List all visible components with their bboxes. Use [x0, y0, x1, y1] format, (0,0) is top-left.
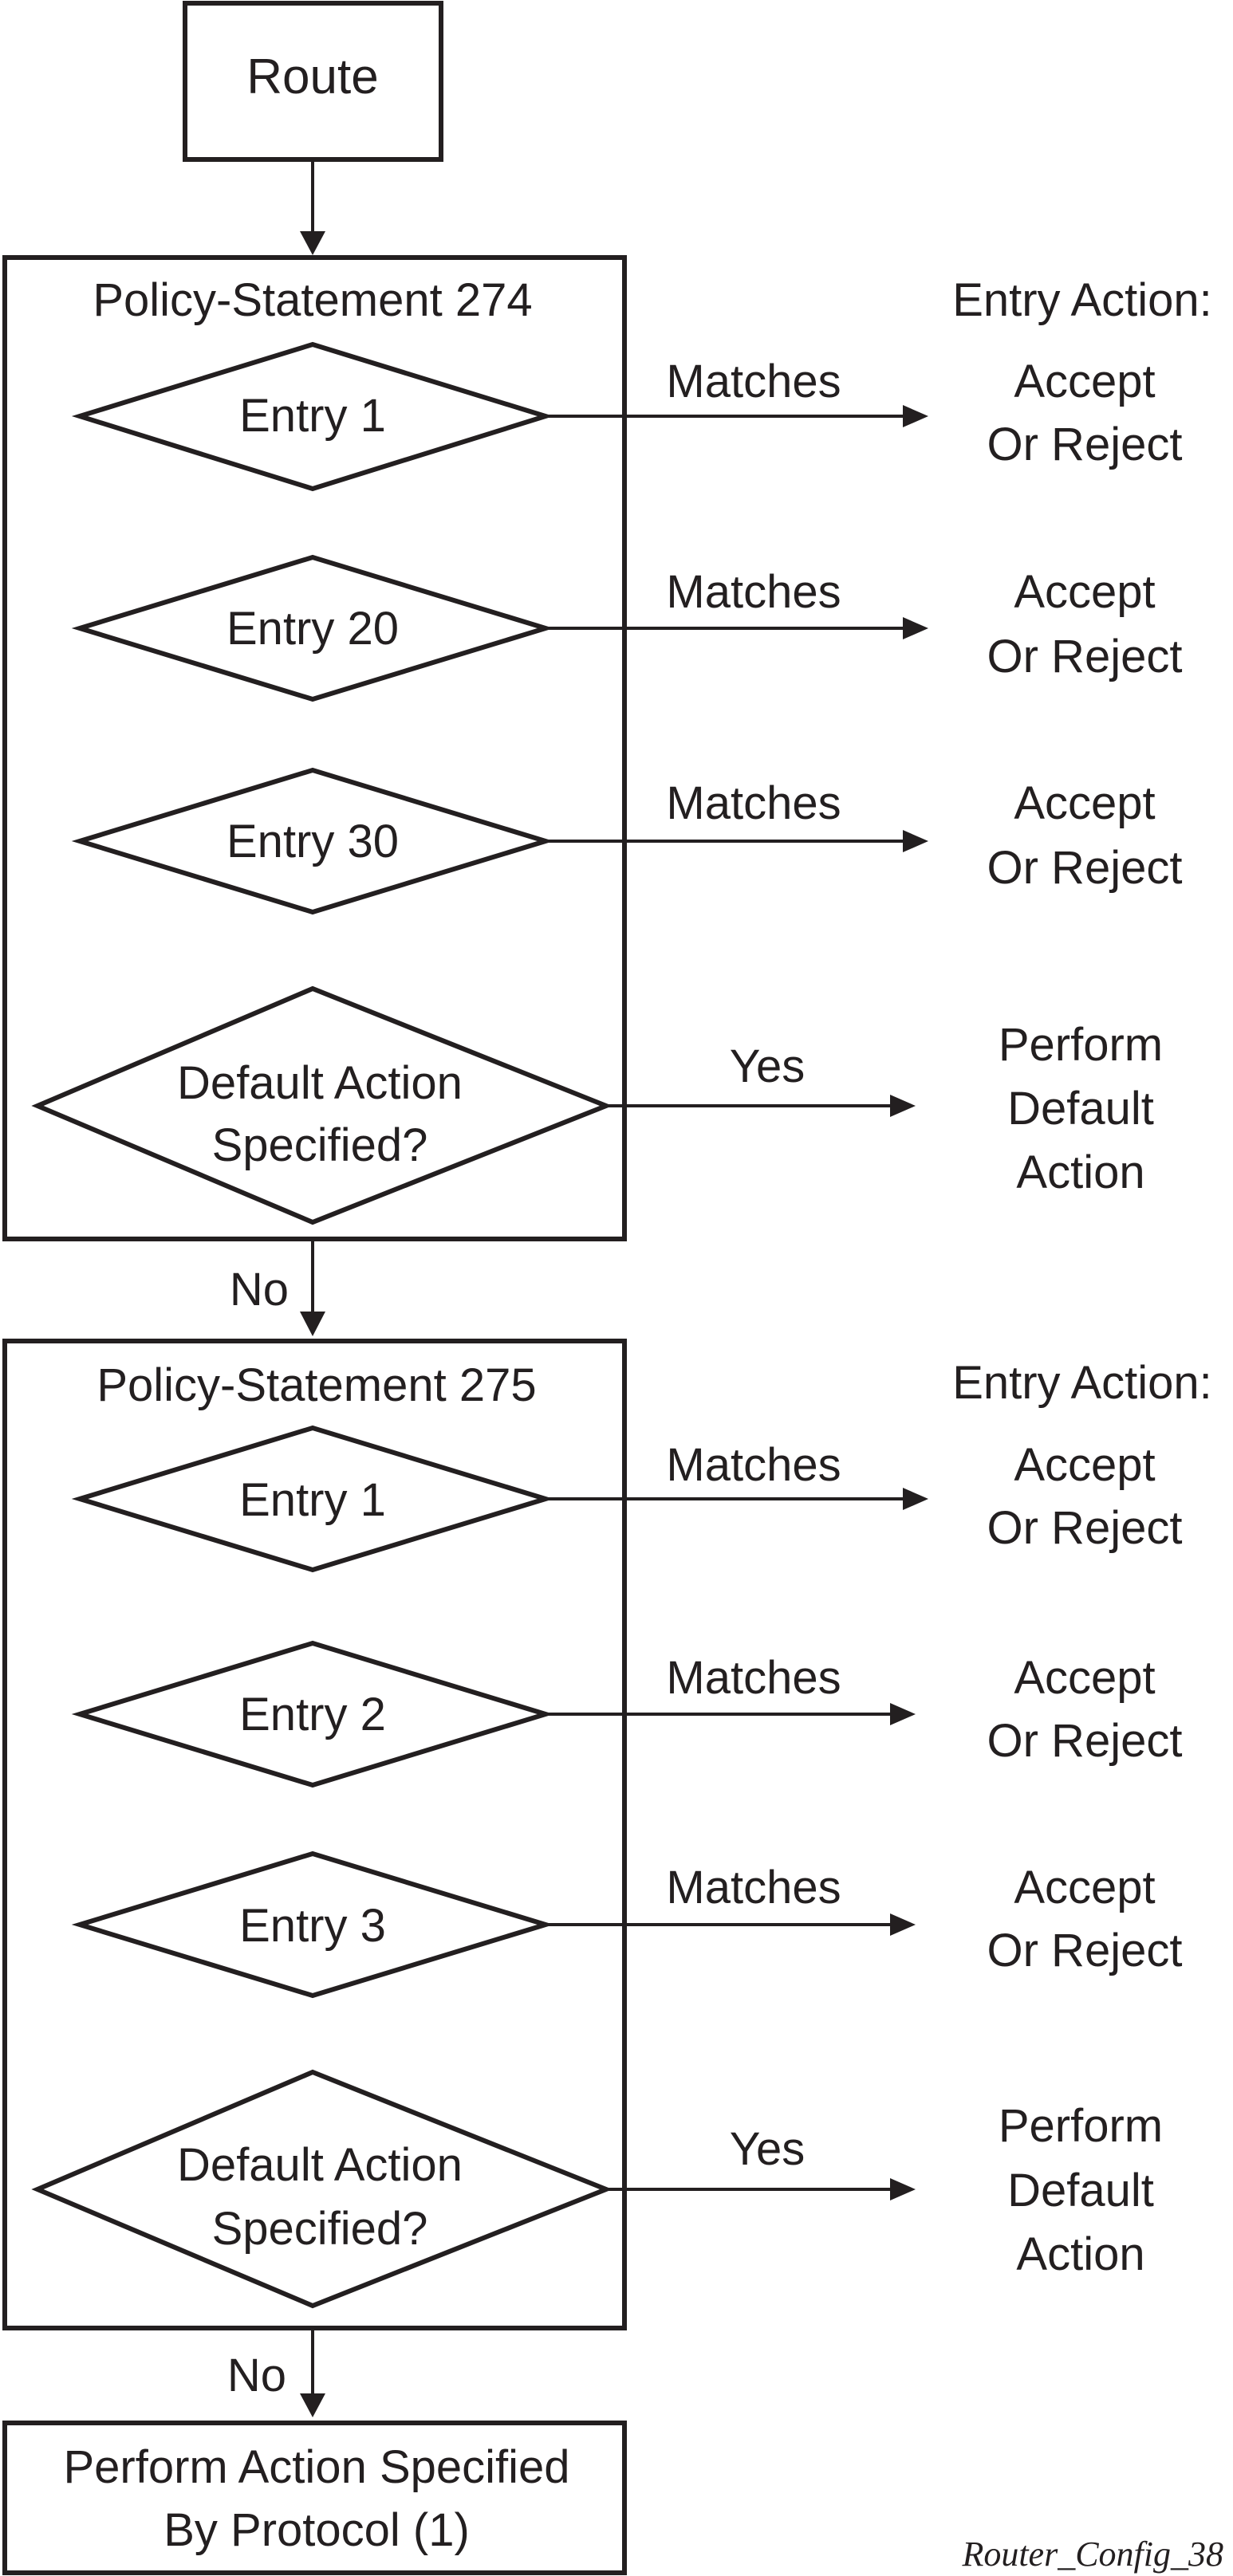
matches-arrowhead: [903, 617, 928, 639]
entry-action-header-1: Entry Action:: [952, 274, 1212, 326]
decision-entry-label: Entry 3: [239, 1900, 386, 1952]
matches-arrowhead: [903, 405, 928, 427]
decision-entry-label: Entry 20: [227, 603, 399, 655]
action-line-2: Or Reject: [987, 1715, 1183, 1767]
matches-arrowhead: [903, 1488, 928, 1510]
action-line-1: Accept: [1014, 566, 1155, 618]
default-action-line-1: Perform: [999, 2100, 1163, 2152]
policy-statement-2-box: [2, 1339, 627, 2330]
entry-action-header-2: Entry Action:: [952, 1357, 1212, 1409]
action-line-2: Or Reject: [987, 1925, 1183, 1976]
decision-entry-label: Entry 30: [227, 816, 399, 867]
action-line-1: Accept: [1014, 1652, 1155, 1704]
default-question-line-2: Specified?: [212, 2203, 428, 2255]
final-action-box: [2, 2421, 627, 2575]
matches-label: Matches: [666, 356, 841, 407]
no-arrowhead: [300, 2393, 325, 2417]
action-line-1: Accept: [1014, 777, 1155, 829]
matches-label: Matches: [666, 566, 841, 618]
no-label: No: [227, 2350, 286, 2401]
default-action-line-2: Default: [1007, 2165, 1154, 2216]
policy-statement-2-title: Policy-Statement 275: [97, 1359, 536, 1411]
decision-entry-label: Entry 2: [239, 1689, 386, 1740]
route-to-statement-1-arrowhead: [300, 231, 325, 255]
matches-arrowhead: [890, 1703, 916, 1725]
route-label: Route: [246, 49, 378, 104]
decision-entry-label: Entry 1: [239, 1474, 386, 1526]
default-action-line-1: Perform: [999, 1019, 1163, 1071]
default-action-line-3: Action: [1016, 1146, 1144, 1198]
figure-id: Router_Config_38: [961, 2535, 1223, 2574]
action-line-1: Accept: [1014, 1439, 1155, 1491]
default-action-line-2: Default: [1007, 1083, 1154, 1135]
action-line-2: Or Reject: [987, 631, 1183, 682]
matches-arrowhead: [890, 1913, 916, 1936]
final-action-line-2: By Protocol (1): [163, 2504, 470, 2556]
matches-label: Matches: [666, 1652, 841, 1704]
yes-label: Yes: [730, 1040, 806, 1092]
no-label: No: [230, 1264, 289, 1316]
yes-arrowhead: [890, 2178, 916, 2200]
default-question-line-2: Specified?: [212, 1119, 428, 1171]
policy-statement-1-title: Policy-Statement 274: [93, 274, 532, 326]
yes-arrowhead: [890, 1095, 916, 1117]
action-line-1: Accept: [1014, 1862, 1155, 1913]
matches-label: Matches: [666, 1862, 841, 1913]
default-action-line-3: Action: [1016, 2228, 1144, 2280]
action-line-2: Or Reject: [987, 842, 1183, 894]
matches-label: Matches: [666, 1439, 841, 1491]
action-line-2: Or Reject: [987, 1502, 1183, 1554]
no-arrowhead: [300, 1312, 325, 1336]
action-line-2: Or Reject: [987, 419, 1183, 470]
matches-label: Matches: [666, 777, 841, 829]
action-line-1: Accept: [1014, 356, 1155, 407]
final-action-line-1: Perform Action Specified: [63, 2441, 569, 2493]
yes-label: Yes: [730, 2123, 806, 2175]
matches-arrowhead: [903, 830, 928, 852]
decision-entry-label: Entry 1: [239, 390, 386, 442]
policy-statement-1-box: [2, 255, 627, 1241]
default-question-line-1: Default Action: [177, 1057, 463, 1109]
default-question-line-1: Default Action: [177, 2139, 463, 2191]
